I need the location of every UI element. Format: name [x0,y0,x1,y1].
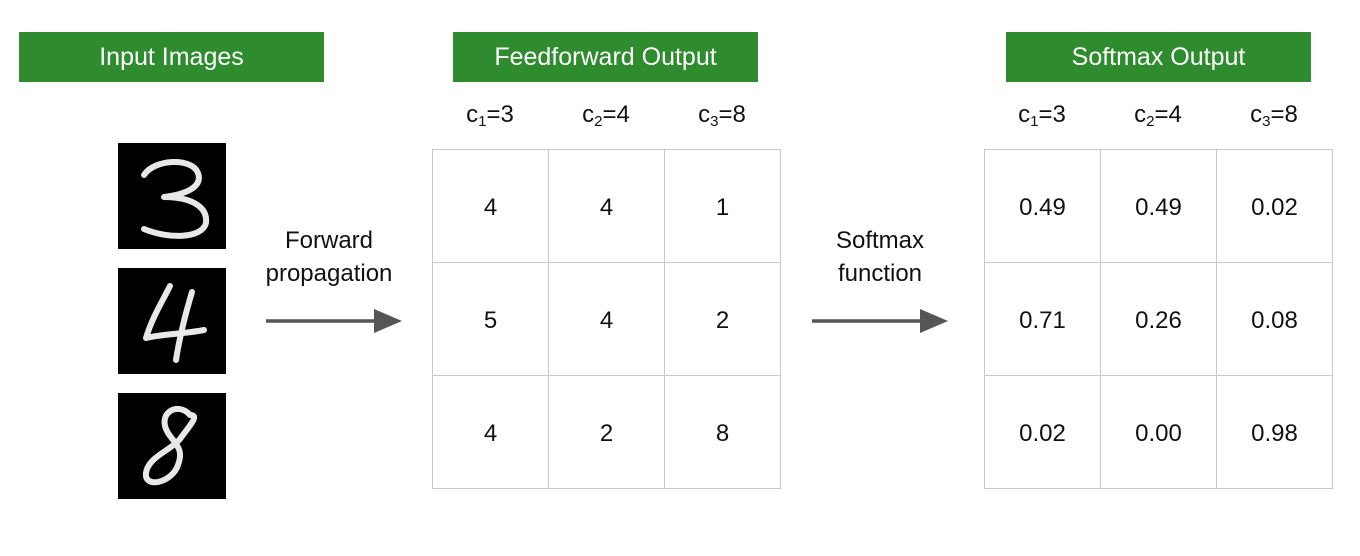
softmax-col-header: c1=3 [1018,101,1066,130]
input-images-header: Input Images [19,32,324,82]
softmax-output-header: Softmax Output [1006,32,1311,82]
table-cell: 1 [665,150,781,263]
table-cell: 2 [665,263,781,376]
feedforward-col-header: c3=8 [698,101,746,130]
table-cell: 2 [549,376,665,489]
forward-label-line2: propagation [265,260,393,287]
softmax-label-line2: function [837,260,923,287]
table-cell: 0.26 [1101,263,1217,376]
digit-4-image [118,268,226,374]
table-cell: 0.49 [1101,150,1217,263]
table-cell: 4 [433,150,549,263]
forward-label-line1: Forward [284,227,374,254]
table-cell: 0.02 [985,376,1101,489]
softmax-arrow-icon [812,309,948,333]
digit-3-image [118,143,226,249]
table-cell: 5 [433,263,549,376]
feedforward-col-header: c1=3 [466,101,514,130]
digit-8-image [118,393,226,499]
forward-arrow-icon [266,309,402,333]
feedforward-col-header: c2=4 [582,101,630,130]
table-cell: 4 [549,263,665,376]
feedforward-table: 4 4 1 5 4 2 4 2 8 [432,149,781,489]
table-cell: 0.49 [985,150,1101,263]
softmax-label-line1: Softmax [835,227,925,254]
softmax-col-header: c3=8 [1250,101,1298,130]
table-cell: 0.02 [1217,150,1333,263]
table-cell: 4 [549,150,665,263]
table-cell: 8 [665,376,781,489]
softmax-function-label: Softmax function [795,224,965,290]
softmax-table: 0.49 0.49 0.02 0.71 0.26 0.08 0.02 0.00 … [984,149,1333,489]
table-cell: 4 [433,376,549,489]
table-cell: 0.71 [985,263,1101,376]
softmax-col-header: c2=4 [1134,101,1182,130]
forward-propagation-label: Forward propagation [244,224,414,290]
table-cell: 0.08 [1217,263,1333,376]
table-cell: 0.00 [1101,376,1217,489]
table-cell: 0.98 [1217,376,1333,489]
feedforward-output-header: Feedforward Output [453,32,758,82]
